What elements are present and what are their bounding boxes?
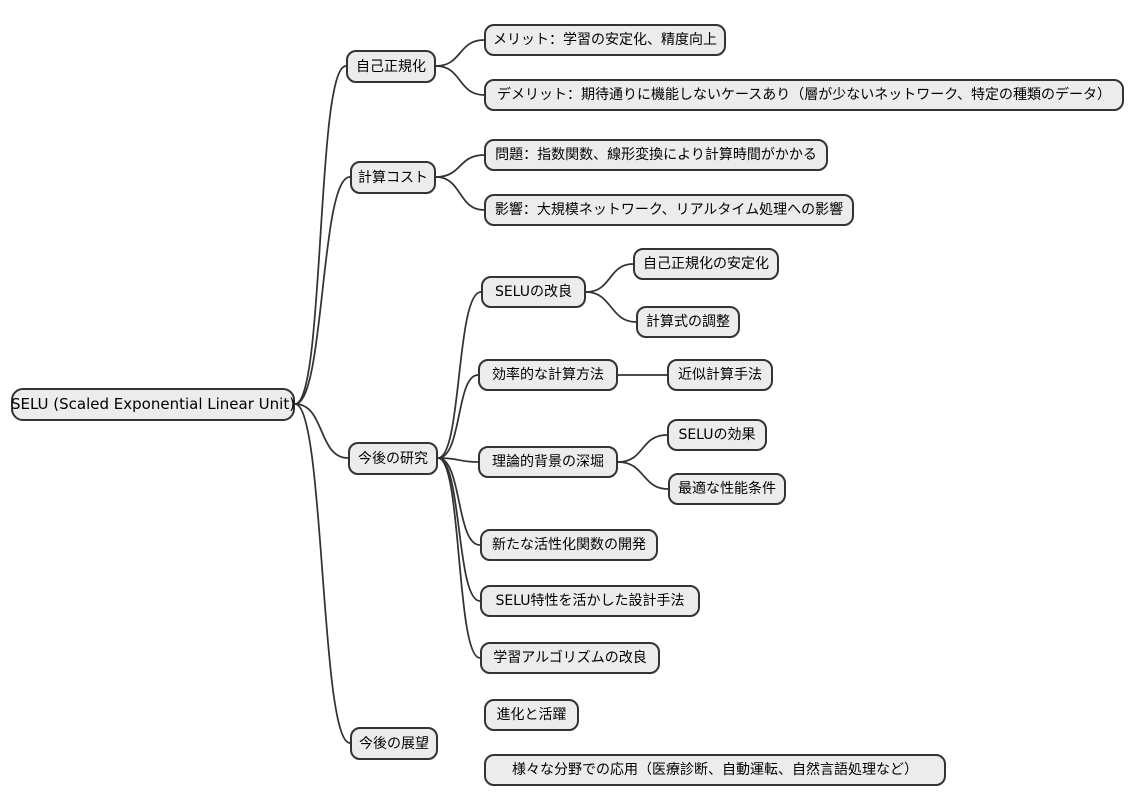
edge-future-research-efficient-computation: [437, 374, 479, 459]
node-selu-design-method: SELU特性を活かした設計手法: [480, 585, 700, 617]
edge-root-computation-cost: [294, 176, 351, 405]
node-new-activation-development: 新たな活性化関数の開発: [480, 529, 658, 561]
node-root-selu: SELU (Scaled Exponential Linear Unit): [11, 388, 295, 421]
edge-selu-improvement-stability: [585, 263, 634, 293]
edge-root-future-outlook: [294, 403, 351, 744]
edge-theoretical-background-optimal-conditions: [617, 461, 669, 490]
edge-selu-improvement-formula: [585, 291, 637, 323]
node-approximation-method: 近似計算手法: [667, 359, 773, 391]
node-demerit: デメリット：期待通りに機能しないケースあり（層が少ないネットワーク、特定の種類の…: [484, 79, 1124, 111]
edge-self-normalization-demerit: [435, 65, 485, 96]
node-formula-adjustment: 計算式の調整: [636, 306, 740, 338]
edge-future-research-selu-improvement: [437, 291, 482, 459]
edge-computation-cost-problem: [435, 154, 485, 178]
node-future-research: 今後の研究: [348, 442, 438, 475]
node-optimal-performance-conditions: 最適な性能条件: [668, 473, 786, 505]
node-self-normalization: 自己正規化: [346, 50, 436, 83]
edge-future-research-learning-algorithm: [437, 457, 481, 659]
node-evolution-activity: 進化と活躍: [484, 699, 579, 731]
node-impact: 影響：大規模ネットワーク、リアルタイム処理への影響: [484, 194, 854, 226]
node-efficient-computation: 効率的な計算方法: [478, 359, 618, 391]
node-selu-improvement: SELUの改良: [481, 276, 586, 308]
node-self-normalization-stability: 自己正規化の安定化: [633, 248, 779, 280]
edge-theoretical-background-selu-effect: [617, 434, 668, 463]
node-problem: 問題：指数関数、線形変換により計算時間がかかる: [484, 139, 828, 171]
node-theoretical-background: 理論的背景の深堀: [478, 446, 618, 478]
node-future-outlook: 今後の展望: [350, 727, 438, 760]
node-computation-cost: 計算コスト: [350, 161, 436, 194]
node-learning-algorithm-improvement: 学習アルゴリズムの改良: [480, 642, 660, 674]
edge-self-normalization-merit: [435, 39, 485, 67]
edge-root-future-research: [294, 403, 349, 459]
edge-future-research-new-activation: [437, 457, 481, 546]
node-various-applications: 様々な分野での応用（医療診断、自動運転、自然言語処理など）: [484, 754, 946, 786]
edge-root-self-normalization: [294, 65, 347, 405]
edge-future-research-theoretical-background: [437, 457, 479, 463]
node-merit: メリット：学習の安定化、精度向上: [484, 24, 726, 56]
node-selu-effect: SELUの効果: [667, 419, 767, 451]
edge-future-research-design-method: [437, 457, 481, 602]
edge-computation-cost-impact: [435, 176, 485, 211]
